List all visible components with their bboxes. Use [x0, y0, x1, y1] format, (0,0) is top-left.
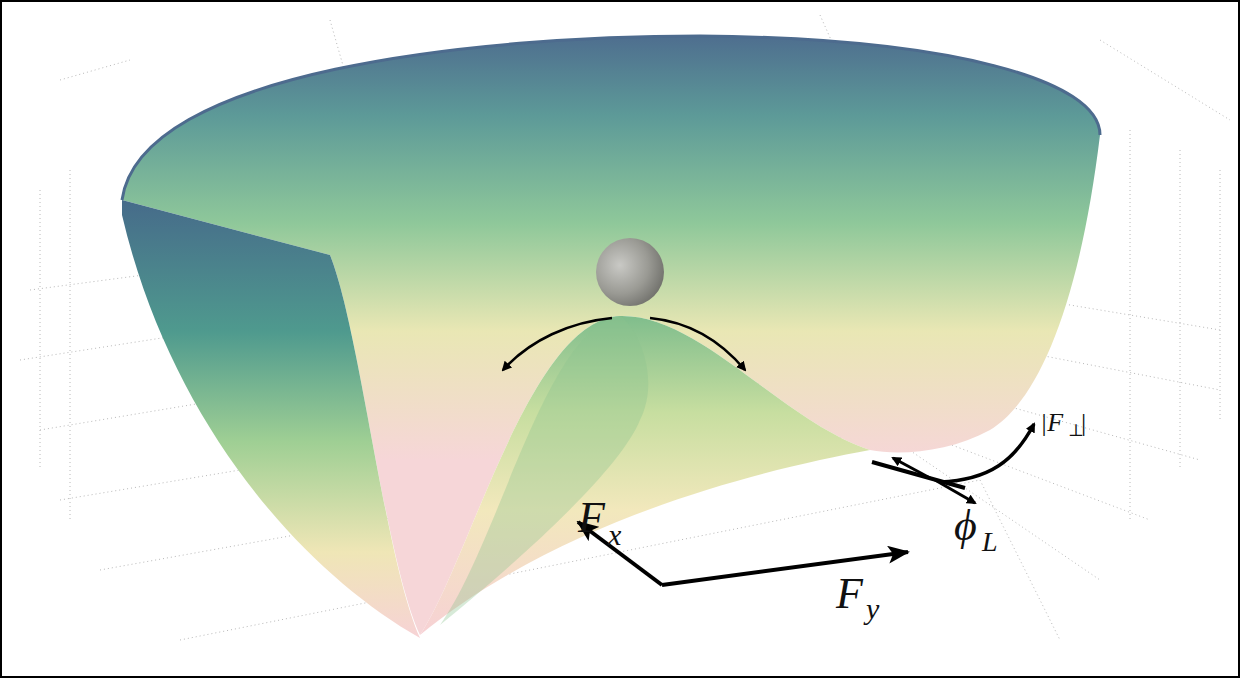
ball	[596, 238, 664, 306]
axis-arrow	[662, 552, 908, 585]
phase-arrow	[893, 458, 930, 478]
trough-arc	[872, 462, 965, 488]
math-label: L	[982, 528, 998, 556]
math-label: |F	[1040, 410, 1063, 436]
math-label: |	[1081, 410, 1086, 436]
hump-shade	[440, 316, 648, 625]
roll-arrow	[650, 318, 745, 370]
math-label: F	[578, 496, 605, 540]
roll-arrow	[503, 318, 612, 370]
math-label: ϕ	[954, 504, 977, 548]
radial-arrow	[940, 424, 1034, 482]
math-label: x	[608, 520, 621, 550]
math-label: y	[866, 594, 879, 624]
grid-lines	[20, 15, 1230, 640]
rim-edge	[122, 36, 1100, 200]
outer-wall	[122, 200, 420, 638]
math-label: F	[836, 572, 863, 616]
central-hump	[420, 316, 870, 635]
